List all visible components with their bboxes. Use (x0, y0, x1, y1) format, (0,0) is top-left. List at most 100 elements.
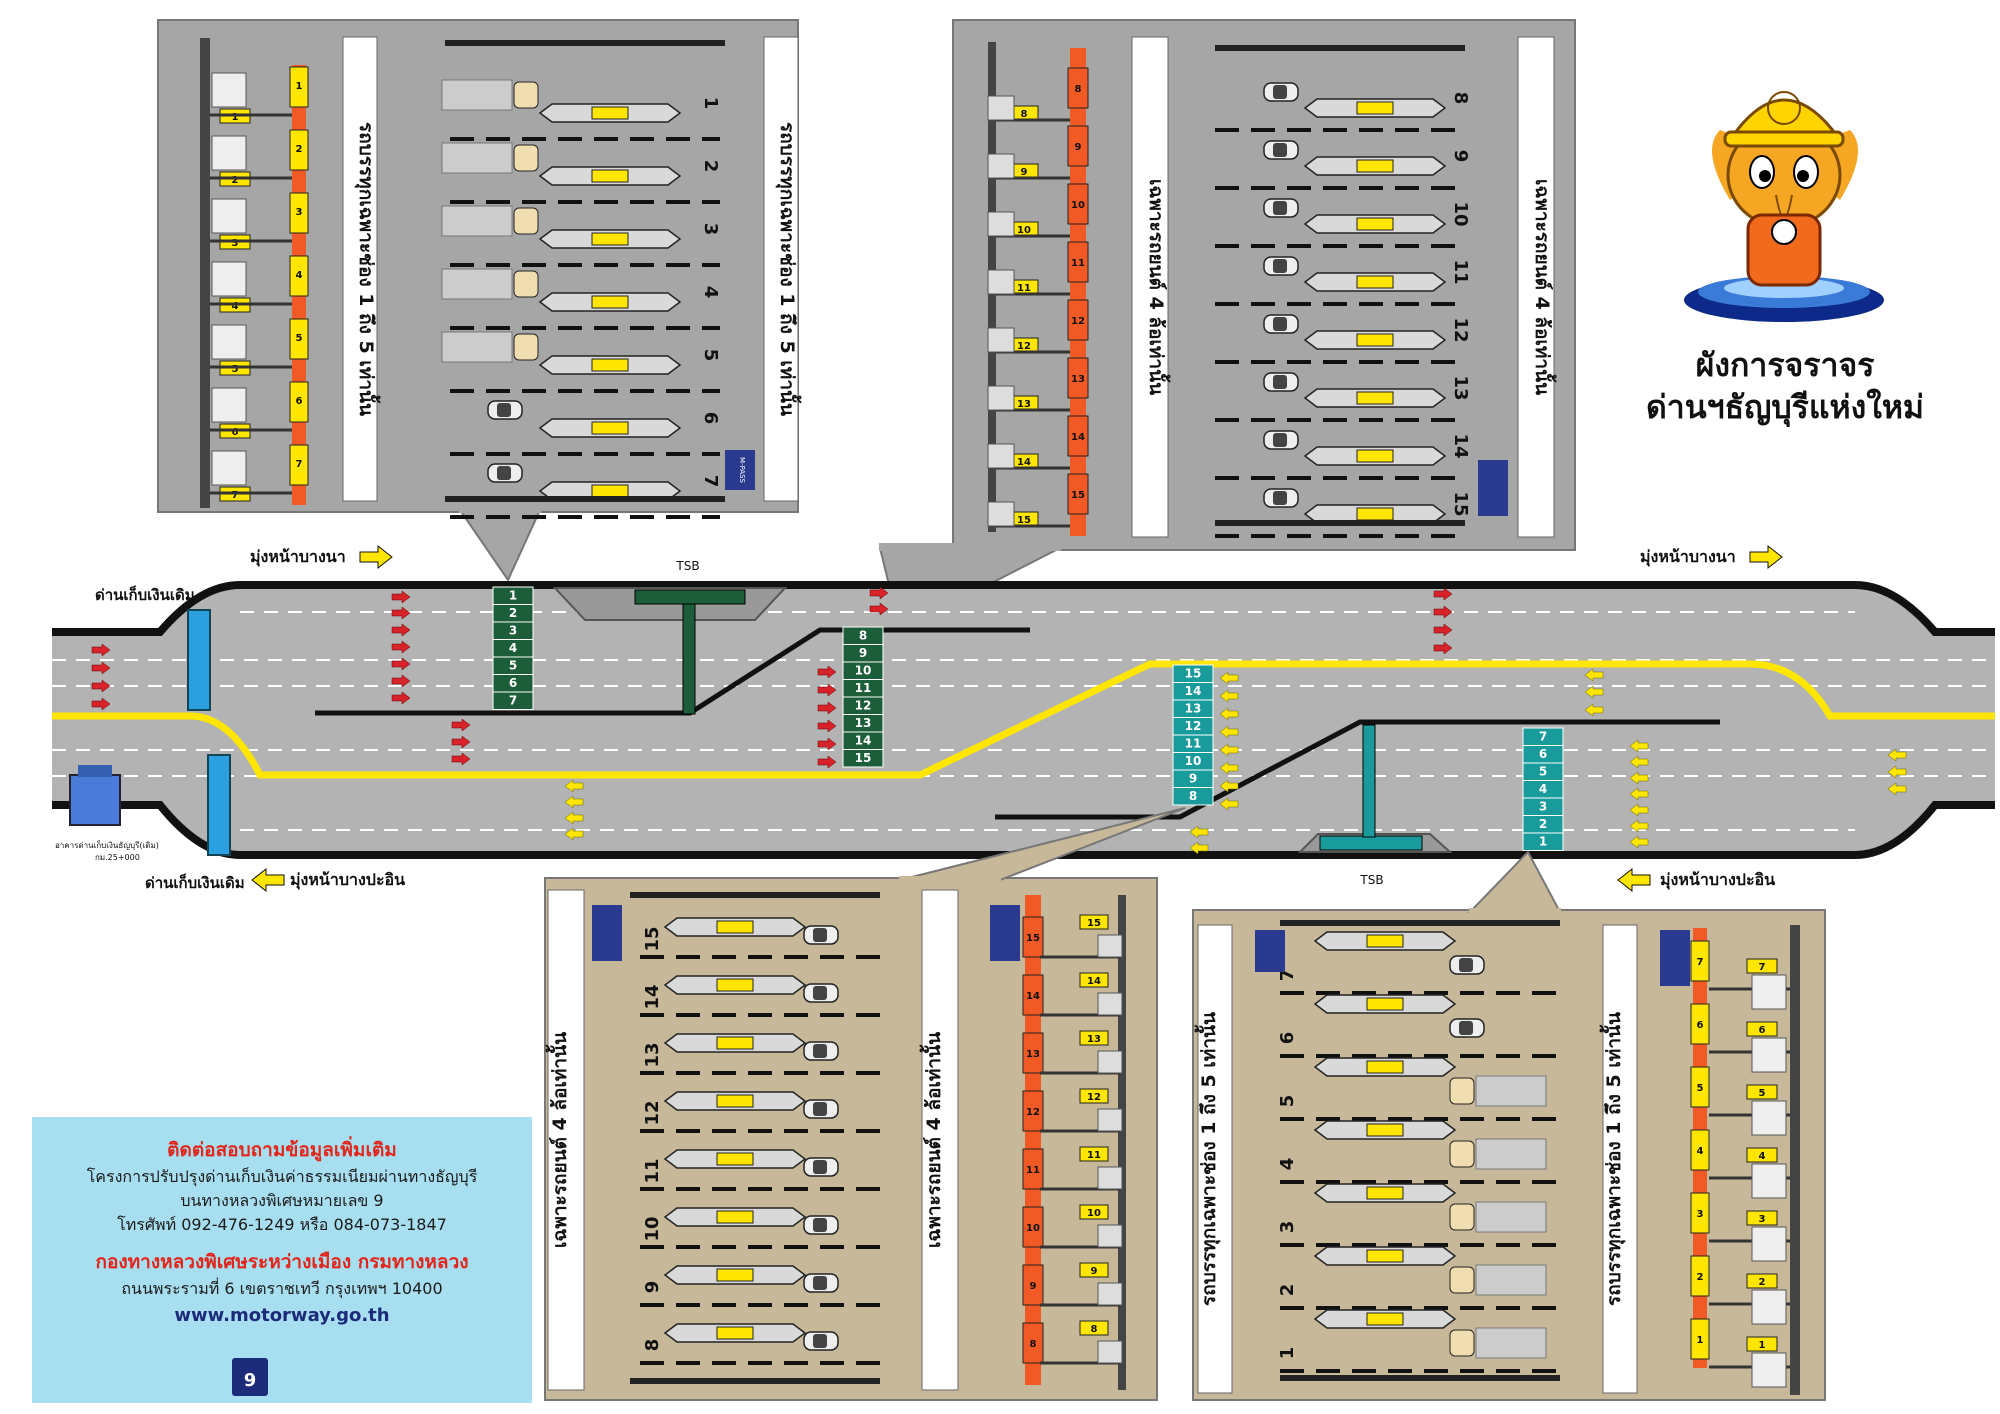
toll-booth-box (591, 106, 629, 120)
booth-number: 8 (859, 629, 867, 643)
booth-kiosk (987, 385, 1015, 411)
booth-kiosk (987, 501, 1015, 527)
arrow-left-icon (1219, 779, 1239, 793)
booth-cell (1067, 473, 1089, 515)
booth-kiosk (1751, 974, 1787, 1010)
car-window (813, 1160, 827, 1174)
truck-cab (1449, 1203, 1475, 1231)
road-map: 1234567891011121314151514131211109876543… (52, 581, 1995, 859)
booth-number: 9 (1091, 1266, 1098, 1277)
note-trucks-br-2: รถบรรทุกเฉพาะช่อง 1 ถึง 5 เท่านั้น (1599, 1012, 1626, 1306)
toll-booth-box (1356, 159, 1394, 173)
booth-cell (842, 749, 884, 768)
arrow-right-icon (391, 640, 411, 654)
car-window (1273, 317, 1287, 331)
car-window (813, 986, 827, 1000)
toll-booth-box (591, 484, 629, 498)
truck-icon (1475, 1327, 1547, 1359)
booth-kiosk (1751, 1163, 1787, 1199)
booth-cell (1690, 1003, 1710, 1045)
toll-booth-box (716, 1094, 754, 1108)
toll-booth-box (1356, 391, 1394, 405)
direction-bangpain-left: มุ่งหน้าบางปะอิน (290, 870, 405, 890)
booth-number: 4 (509, 641, 517, 655)
booth-number: 8 (1091, 1324, 1098, 1335)
lane-number: 15 (642, 926, 663, 951)
booth-kiosk (211, 261, 247, 297)
note-cars-tm-2: เฉพาะรถยนต์ 4 ล้อเท่านั้น (1531, 179, 1557, 395)
booth-number: 5 (1539, 765, 1547, 779)
arrow-left-icon (1617, 867, 1651, 893)
booth-number: 4 (1539, 782, 1547, 796)
booth-number: 8 (1189, 789, 1197, 803)
booth-kiosk (211, 450, 247, 486)
booth-cell (1022, 974, 1044, 1016)
booth-kiosk (987, 269, 1015, 295)
booth-number: 13 (1026, 1049, 1040, 1060)
booth-cell (1690, 1066, 1710, 1108)
contact-info-box: ติดต่อสอบถามข้อมูลเพิ่มเติม โครงการปรับป… (32, 1117, 532, 1403)
arrow-right-icon (1433, 587, 1453, 601)
lane-number: 14 (642, 984, 663, 1009)
booth-kiosk (987, 211, 1015, 237)
note-cars-tm-1: เฉพาะรถยนต์ 4 ล้อเท่านั้น (1145, 179, 1171, 395)
arrow-right-icon (817, 719, 837, 733)
arrow-left-icon (564, 795, 584, 809)
old-building-km: กม.25+000 (95, 853, 140, 862)
lane-number: 13 (1450, 375, 1471, 400)
lane-number: 2 (700, 160, 721, 173)
arrow-left-icon (1887, 782, 1907, 796)
booth-number: 8 (1075, 84, 1082, 95)
booth-number: 13 (855, 716, 872, 730)
arrow-left-icon (1629, 835, 1649, 849)
arrow-right-icon (817, 665, 837, 679)
booth-cell (289, 66, 309, 108)
arrow-right-icon (817, 701, 837, 715)
truck-cab (513, 81, 539, 109)
truck-cab (513, 270, 539, 298)
booth-cell (289, 444, 309, 486)
booth-number: 5 (509, 659, 517, 673)
booth-number: 9 (1030, 1281, 1037, 1292)
car-window (1273, 433, 1287, 447)
lane-number: 13 (642, 1042, 663, 1067)
booth-number: 8 (1021, 109, 1028, 120)
arrow-left-icon (1219, 671, 1239, 685)
booth-number: 11 (1071, 258, 1085, 269)
toll-booth-box (716, 1268, 754, 1282)
arrow-left-icon (1887, 765, 1907, 779)
booth-cell (1067, 241, 1089, 283)
toll-booth-box (1356, 449, 1394, 463)
booth-number: 13 (1071, 374, 1085, 385)
booth-number: 1 (1539, 835, 1547, 849)
booth-number: 5 (1697, 1083, 1704, 1094)
booth-kiosk (1097, 1050, 1123, 1074)
truck-cab (513, 207, 539, 235)
direction-bangna-left: มุ่งหน้าบางนา (250, 547, 346, 567)
booth-number: 15 (1185, 667, 1202, 681)
booth-number: 9 (1075, 142, 1082, 153)
arrow-left-icon (1629, 755, 1649, 769)
booth-number: 7 (509, 694, 517, 708)
note-trucks-br-1: รถบรรทุกเฉพาะช่อง 1 ถึง 5 เท่านั้น (1194, 1012, 1221, 1306)
lane-number: 6 (1277, 1032, 1298, 1045)
toll-booth-box (591, 421, 629, 435)
arrow-left-icon (1629, 739, 1649, 753)
booth-number: 14 (855, 734, 872, 748)
truck-cab (1449, 1266, 1475, 1294)
arrow-right-icon (391, 657, 411, 671)
contact-url[interactable]: www.motorway.go.th (174, 1305, 390, 1326)
booth-number: 10 (1017, 225, 1031, 236)
lane-number: 6 (700, 412, 721, 425)
booth-number: 10 (1071, 200, 1085, 211)
booth-number: 15 (1087, 918, 1101, 929)
booth-cell (1022, 1264, 1044, 1306)
note-trucks-tl-2: รถบรรทุกเฉพาะช่อง 1 ถึง 5 เท่านั้น (775, 122, 802, 416)
booth-cell (289, 192, 309, 234)
booth-cell (1690, 1129, 1710, 1171)
booth-number: 3 (1759, 1214, 1766, 1225)
arrow-left-icon (564, 811, 584, 825)
booth-kiosk (987, 153, 1015, 179)
